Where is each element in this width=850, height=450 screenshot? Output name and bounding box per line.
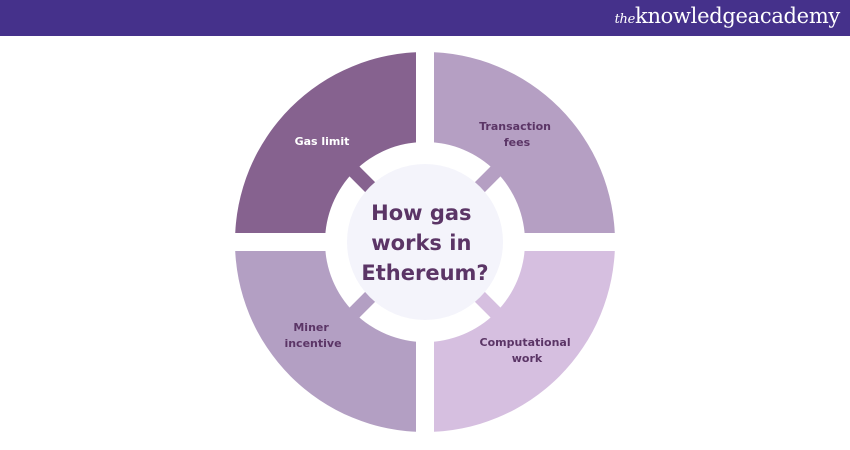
label-line: Computational [480,336,571,349]
center-line: Ethereum? [361,261,488,285]
quadrant-label-transaction-fees: Transaction fees [479,120,555,149]
header-bar: theknowledgeacademy [0,0,850,36]
quadrant-label-gas-limit: Gas limit [295,135,350,148]
quadrant-label-computational-work: Computational work [480,336,575,365]
logo-prefix: the [614,12,636,27]
center-line: works in [371,231,471,255]
label-line: fees [504,136,531,149]
label-line: Transaction [479,120,551,133]
label-line: incentive [284,337,341,350]
quadrant-label-miner-incentive: Miner incentive [284,321,341,350]
label-line: work [512,352,543,365]
logo-main: knowledgeacademy [635,4,840,28]
center-circle [347,164,503,320]
center-line: How gas [371,201,471,225]
label-line: Miner [293,321,329,334]
brand-logo[interactable]: theknowledgeacademy [614,4,841,28]
center-title: How gas works in Ethereum? [361,201,488,285]
label-line: Gas limit [295,135,350,148]
